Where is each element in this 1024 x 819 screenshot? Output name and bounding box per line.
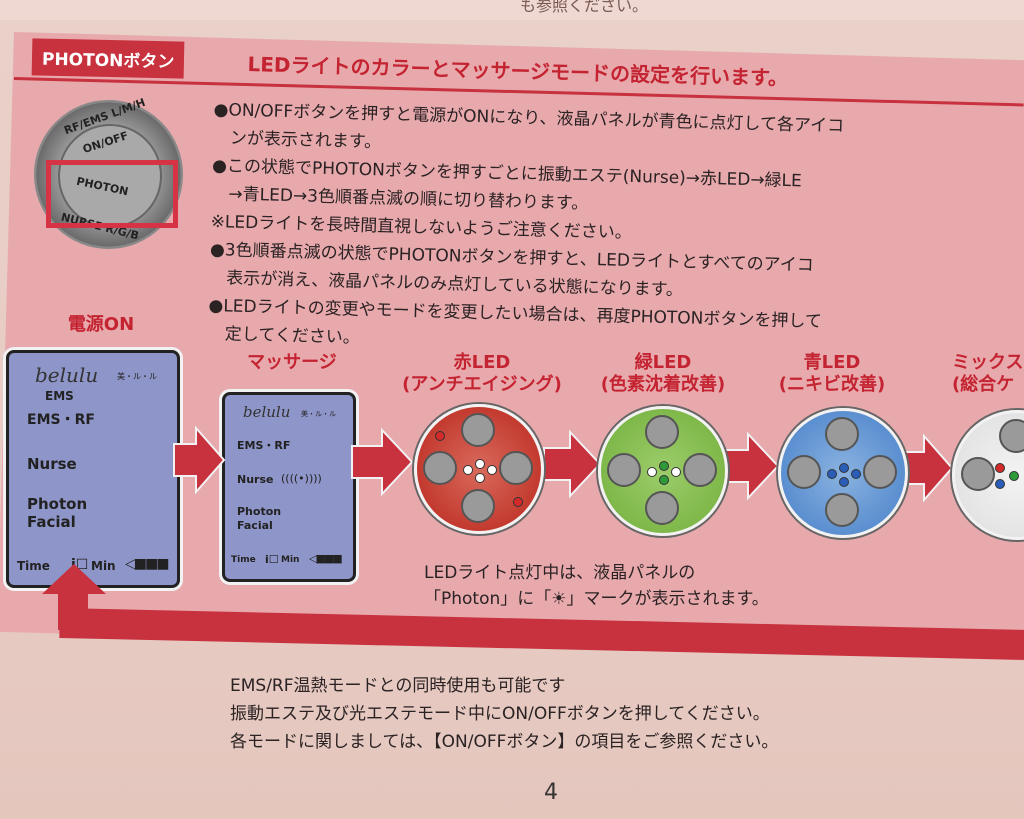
arrow-right-icon <box>351 427 414 497</box>
led-pad <box>499 451 533 485</box>
lcd-time-digits-icon: i☐ <box>265 553 279 566</box>
led-pad <box>999 419 1024 453</box>
red-led-title: 赤LED <box>453 352 511 373</box>
top-cut-text: も参照ください。 <box>520 0 649 15</box>
bottom-notes: EMS/RF温熱モードとの同時使用も可能です 振動エステ及び光エステモード中にO… <box>230 672 778 756</box>
arrow-right-icon <box>543 429 602 499</box>
led-pad <box>461 413 495 447</box>
top-strip: も参照ください。 <box>0 0 1024 20</box>
bottom-note-line: EMS/RF温熱モードとの同時使用も可能です <box>230 676 566 696</box>
led-pad <box>607 453 641 487</box>
battery-icon: ◁■■■ <box>125 556 169 572</box>
led-dot <box>513 497 523 507</box>
step-label-power-on: 電源ON <box>67 314 135 335</box>
step-label-mix: ミックス (総合ケ <box>952 352 1024 396</box>
led-pad <box>683 453 717 487</box>
led-dot <box>647 467 657 477</box>
lcd-time: Time <box>17 559 50 573</box>
green-led-sub: (色素沈着改善) <box>600 374 726 395</box>
led-pad <box>787 455 821 489</box>
led-pad <box>461 489 495 523</box>
led-dot <box>671 467 681 477</box>
led-dot <box>475 459 485 469</box>
led-pad <box>825 493 859 527</box>
lcd-emsrf: EMS・RF <box>237 439 291 452</box>
battery-icon: ◁■■■ <box>309 552 343 565</box>
brand-sub: 美・ル・ル <box>301 410 336 418</box>
led-pad <box>825 417 859 451</box>
led-dot <box>659 461 669 471</box>
led-note-line: LEDライト点灯中は、液晶パネルの <box>424 563 696 583</box>
bottom-note-line: 各モードに関しましては、【ON/OFFボタン】の項目をご参照ください。 <box>230 732 779 752</box>
led-pad <box>961 457 995 491</box>
led-pad <box>423 451 457 485</box>
led-pad <box>863 455 897 489</box>
step-label-red: 赤LED (アンチエイジング) <box>392 352 572 396</box>
page-number: 4 <box>544 780 558 805</box>
led-note-line: 「Photon」に「☀」マークが表示されます。 <box>424 589 769 609</box>
led-note: LEDライト点灯中は、液晶パネルの 「Photon」に「☀」マークが表示されます… <box>424 560 769 612</box>
led-pad <box>645 415 679 449</box>
led-dot <box>487 465 497 475</box>
led-dot <box>463 465 473 475</box>
led-green-circle <box>598 406 728 536</box>
blue-led-title: 青LED <box>803 352 861 373</box>
loop-arrow-stem <box>58 590 88 630</box>
step-label-blue: 青LED (ニキビ改善) <box>762 352 902 396</box>
arrow-up-icon <box>42 564 106 594</box>
step-label-green: 緑LED (色素沈着改善) <box>588 352 738 396</box>
led-dot <box>995 463 1005 473</box>
led-dot <box>435 431 445 441</box>
lcd-facial: Facial <box>27 513 76 531</box>
led-dot <box>659 475 669 485</box>
lcd-photon: Photon <box>237 505 282 518</box>
lcd-ems: EMS <box>45 389 74 403</box>
led-pad <box>645 491 679 525</box>
arrow-right-icon <box>901 433 954 503</box>
step-label-massage: マッサージ <box>247 352 337 373</box>
led-red-circle <box>414 404 544 534</box>
control-dial-illustration: RF/EMS L/M/H ON/OFF PHOTON NURSE R/G/B <box>34 96 183 249</box>
lcd-panel-massage: belulu 美・ル・ル EMS・RF Nurse ((((•)))) Phot… <box>222 392 356 582</box>
lcd-nurse: Nurse <box>237 473 274 486</box>
mix-sub: (総合ケ <box>952 374 1015 395</box>
arrow-right-icon <box>721 431 780 501</box>
lcd-min: Min <box>281 555 300 565</box>
arrow-right-icon <box>173 425 226 495</box>
led-dot <box>1009 471 1019 481</box>
lcd-emsrf: EMS・RF <box>27 412 95 428</box>
vibration-icon: ((((•)))) <box>281 472 322 485</box>
led-dot <box>827 469 837 479</box>
mix-title: ミックス <box>952 352 1024 373</box>
led-dot <box>995 479 1005 489</box>
dial-ring <box>58 124 162 228</box>
lcd-panel-power-on: belulu 美・ル・ル EMS EMS・RF Nurse Photon Fac… <box>6 350 180 588</box>
led-blue-circle <box>778 408 908 538</box>
led-dot <box>839 463 849 473</box>
bottom-note-line: 振動エステ及び光エステモード中にON/OFFボタンを押してください。 <box>230 704 770 724</box>
brand-logo: belulu <box>35 363 99 387</box>
lcd-facial: Facial <box>237 519 273 532</box>
blue-led-sub: (ニキビ改善) <box>778 374 886 395</box>
brand-logo: belulu <box>243 403 291 421</box>
lcd-nurse: Nurse <box>27 455 77 473</box>
lcd-photon: Photon <box>27 495 88 513</box>
led-dot <box>839 477 849 487</box>
lcd-time: Time <box>231 555 256 565</box>
brand-sub: 美・ル・ル <box>117 372 157 381</box>
green-led-title: 緑LED <box>634 352 692 373</box>
led-dot <box>475 473 485 483</box>
photon-highlight-box <box>46 160 178 228</box>
red-led-sub: (アンチエイジング) <box>402 374 562 395</box>
led-dot <box>851 469 861 479</box>
